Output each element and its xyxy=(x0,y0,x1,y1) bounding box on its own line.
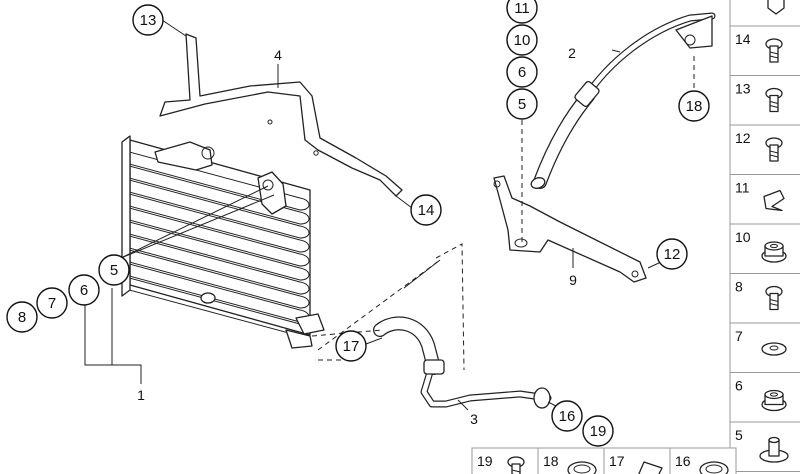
return-line[interactable] xyxy=(373,316,552,409)
label-1: 1 xyxy=(137,387,145,403)
bottom-strip-item[interactable]: 17 xyxy=(603,447,671,474)
svg-text:13: 13 xyxy=(140,12,157,29)
callout-11[interactable]: 11 xyxy=(506,0,538,24)
radiator-fin xyxy=(121,163,310,225)
callout-13[interactable]: 13 xyxy=(132,4,164,36)
callout-17[interactable]: 17 xyxy=(335,330,367,362)
callout-12[interactable]: 12 xyxy=(656,238,688,270)
leader-lines xyxy=(84,19,675,411)
callout-5[interactable]: 5 xyxy=(98,254,130,286)
parts-panel-item-number: 10 xyxy=(735,229,751,245)
svg-text:19: 19 xyxy=(590,423,607,440)
svg-text:10: 10 xyxy=(514,32,531,49)
parts-panel-item-number: 8 xyxy=(735,279,743,295)
svg-text:11: 11 xyxy=(514,0,530,17)
mount-bracket[interactable] xyxy=(493,175,647,283)
bolt-icon xyxy=(765,285,783,311)
bottom-strip-item[interactable]: 19 xyxy=(471,447,539,474)
washer-icon xyxy=(761,342,787,356)
bolt-icon xyxy=(765,137,783,162)
parts-panel-item[interactable]: 13 xyxy=(729,75,800,126)
parts-panel-item-number: 11 xyxy=(735,180,750,196)
callout-5-right[interactable]: 5 xyxy=(506,88,538,120)
seal-ring-icon xyxy=(567,461,597,474)
grommet-icon xyxy=(761,389,787,412)
callout-16[interactable]: 16 xyxy=(551,400,583,432)
label-4: 4 xyxy=(274,47,282,63)
label-9: 9 xyxy=(569,272,577,288)
radiator-fin xyxy=(121,205,310,267)
callout-6-right[interactable]: 6 xyxy=(506,56,538,88)
svg-text:16: 16 xyxy=(559,408,576,425)
callout-6[interactable]: 6 xyxy=(68,274,100,306)
bottom-strip-item[interactable]: 18 xyxy=(537,447,605,474)
bottom-strip-item-number: 16 xyxy=(675,453,691,469)
parts-panel-item[interactable]: 5 xyxy=(729,421,800,472)
radiator-fin xyxy=(121,219,310,281)
radiator-fin xyxy=(121,177,310,239)
upper-bracket[interactable] xyxy=(154,33,403,215)
radiator-fin xyxy=(121,233,310,295)
grommet-icon xyxy=(761,241,787,263)
radiator-fin xyxy=(121,149,310,211)
callout-10[interactable]: 10 xyxy=(506,24,538,56)
bottom-strip-item-number: 19 xyxy=(477,453,493,469)
oil-cooler-radiator[interactable] xyxy=(121,135,313,349)
clip-nut-icon xyxy=(763,189,785,212)
bushing-icon xyxy=(759,436,789,463)
seal-ring-icon xyxy=(699,461,729,474)
clamp-icon xyxy=(638,461,663,474)
rear-hose[interactable] xyxy=(530,12,716,190)
callout-14[interactable]: 14 xyxy=(410,194,442,226)
svg-text:14: 14 xyxy=(418,202,435,219)
label-2: 2 xyxy=(568,45,576,61)
callout-7[interactable]: 7 xyxy=(36,287,68,319)
svg-text:17: 17 xyxy=(343,338,360,355)
parts-panel-item[interactable]: 6 xyxy=(729,372,800,423)
parts-panel-item[interactable]: 8 xyxy=(729,273,800,324)
parts-panel-item-number: 14 xyxy=(735,31,751,47)
callout-19[interactable]: 19 xyxy=(582,415,614,447)
svg-text:18: 18 xyxy=(686,98,703,115)
bolt-icon xyxy=(767,0,785,15)
callout-8[interactable]: 8 xyxy=(6,301,38,333)
radiator-fin xyxy=(121,247,310,309)
parts-panel-item[interactable]: 12 xyxy=(729,124,800,175)
bolt-icon xyxy=(507,456,525,474)
parts-panel-item-number: 5 xyxy=(735,427,743,443)
svg-text:6: 6 xyxy=(518,64,526,81)
bottom-strip-item[interactable]: 16 xyxy=(669,447,737,474)
parts-panel-item-number: 12 xyxy=(735,130,751,146)
parts-panel: 14 13 12 11 10 8 7 6 5 xyxy=(729,0,800,472)
parts-panel-item-number: 13 xyxy=(735,81,751,97)
svg-text:8: 8 xyxy=(18,309,26,326)
parts-panel-item[interactable]: 10 xyxy=(729,223,800,274)
label-3: 3 xyxy=(470,411,478,427)
callout-18[interactable]: 18 xyxy=(678,90,710,122)
svg-text:5: 5 xyxy=(110,262,118,279)
svg-text:6: 6 xyxy=(80,282,88,299)
lower-mount-tab xyxy=(295,313,325,335)
svg-text:5: 5 xyxy=(518,96,526,113)
parts-panel-item[interactable]: 7 xyxy=(729,322,800,373)
radiator-fin xyxy=(121,191,310,253)
parts-panel-item-number: 7 xyxy=(735,328,743,344)
bottom-parts-strip: 19 18 17 16 xyxy=(471,447,737,474)
bottom-strip-item-number: 17 xyxy=(609,453,625,469)
parts-panel-item[interactable]: 14 xyxy=(729,25,800,76)
bottom-strip-item-number: 18 xyxy=(543,453,559,469)
parts-panel-item[interactable]: 11 xyxy=(729,174,800,225)
svg-text:12: 12 xyxy=(664,246,681,263)
parts-panel-item-number: 6 xyxy=(735,378,743,394)
bolt-icon xyxy=(765,38,783,63)
svg-text:7: 7 xyxy=(48,295,56,312)
bolt-icon xyxy=(765,87,783,113)
